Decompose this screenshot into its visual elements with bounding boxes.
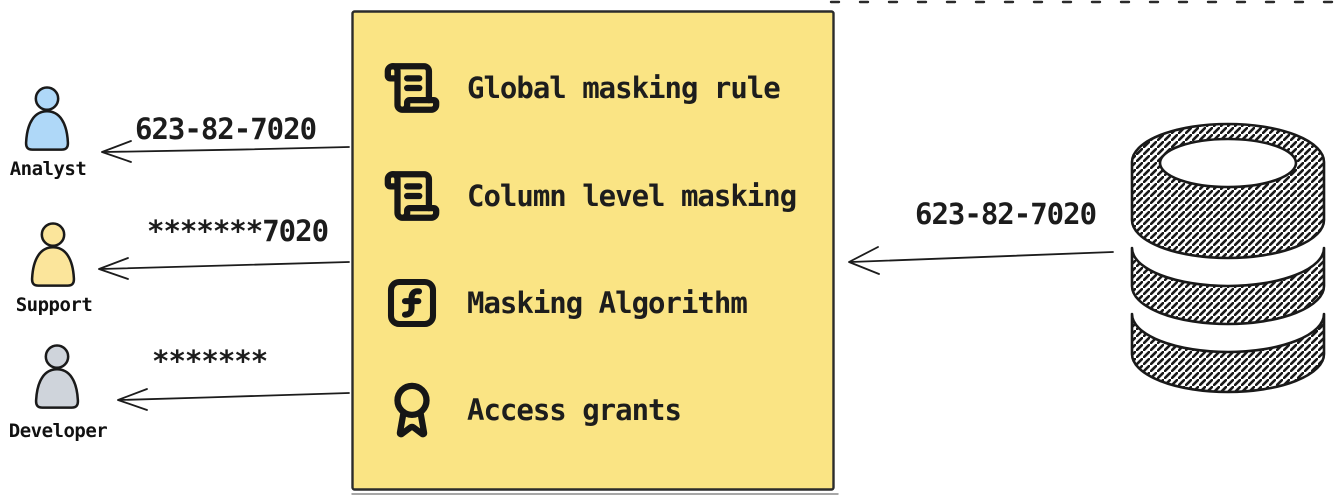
- persona-support: [28, 222, 78, 290]
- persona-developer-label: Developer: [8, 420, 108, 442]
- policy-item-masking-algorithm: Masking Algorithm: [383, 273, 748, 333]
- arrow-to-support: [98, 257, 350, 280]
- policy-item-label: Global masking rule: [467, 71, 781, 105]
- person-icon: [34, 344, 80, 409]
- database-outgoing-value: 623-82-7020: [915, 197, 1097, 231]
- persona-developer: [32, 344, 82, 412]
- function-square-icon: [383, 273, 441, 333]
- award-icon: [383, 380, 441, 440]
- policy-box-background: [351, 10, 835, 491]
- policy-item-access-grants: Access grants: [383, 380, 682, 440]
- person-icon: [24, 86, 70, 151]
- masking-policy-box: Global masking rule Column level masking…: [351, 10, 835, 491]
- persona-analyst-label: Analyst: [9, 158, 87, 180]
- person-icon: [30, 222, 76, 287]
- arrow-database-to-box: [848, 246, 1114, 275]
- policy-item-global-masking-rule: Global masking rule: [383, 58, 781, 118]
- policy-item-label: Masking Algorithm: [467, 286, 748, 320]
- scroll-text-icon: [383, 58, 441, 118]
- scroll-text-icon: [383, 166, 441, 226]
- developer-received-value: *******: [152, 344, 268, 378]
- persona-analyst: [22, 86, 72, 154]
- database-icon: [1122, 120, 1334, 404]
- support-received-value: *******7020: [147, 214, 329, 248]
- analyst-received-value: 623-82-7020: [135, 112, 317, 146]
- policy-item-column-level-masking: Column level masking: [383, 166, 797, 226]
- arrow-to-developer: [117, 388, 350, 411]
- persona-support-label: Support: [15, 294, 93, 316]
- policy-item-label: Access grants: [467, 393, 682, 427]
- policy-item-label: Column level masking: [467, 179, 797, 213]
